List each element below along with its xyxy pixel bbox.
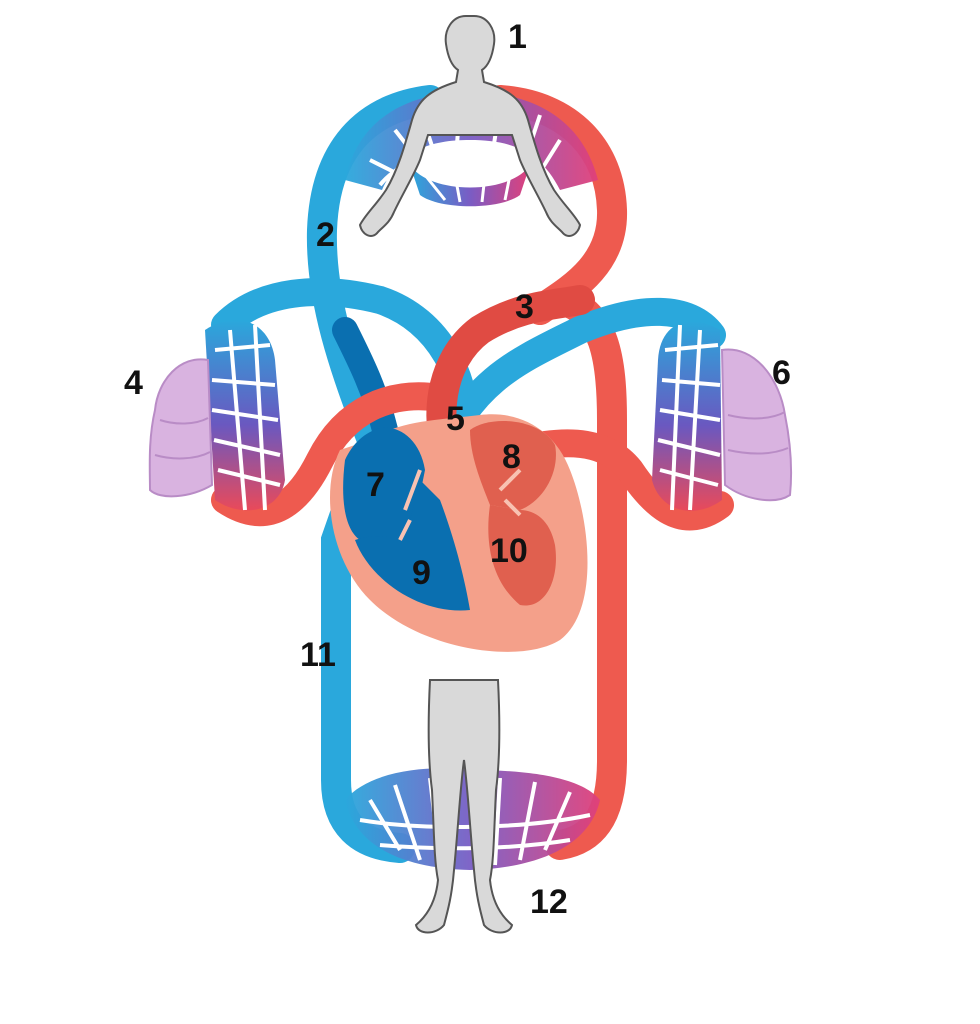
left-atrium-chamber — [470, 421, 556, 510]
label-11: 11 — [300, 636, 336, 674]
label-5: 5 — [446, 400, 465, 438]
heart — [330, 414, 588, 652]
label-3: 3 — [515, 288, 534, 326]
left-lung — [148, 358, 214, 498]
label-4: 4 — [124, 364, 143, 402]
right-lung-capillary-bed — [652, 321, 722, 511]
lower-body-silhouette — [414, 679, 514, 934]
right-atrium-chamber — [343, 427, 425, 545]
label-1: 1 — [508, 18, 527, 56]
left-ventricle-chamber — [488, 505, 556, 606]
label-8: 8 — [502, 438, 521, 476]
label-6: 6 — [772, 354, 791, 392]
superior-vena-cava-vessel — [306, 85, 445, 455]
pulmonary-vein-left-vessel — [211, 382, 454, 527]
left-lung-capillary-bed — [205, 320, 285, 511]
label-10: 10 — [490, 532, 528, 570]
label-12: 12 — [530, 883, 568, 921]
pulmonary-vein-right-vessel — [531, 429, 734, 531]
label-9: 9 — [412, 554, 431, 592]
pulmonary-artery-right-vessel — [426, 297, 726, 474]
label-2: 2 — [316, 216, 335, 254]
upper-body-silhouette — [358, 15, 582, 237]
valve-flaps — [398, 468, 522, 541]
right-ventricle-chamber — [355, 480, 470, 611]
label-7: 7 — [366, 466, 385, 504]
pulmonary-artery-dark-segment — [332, 317, 398, 443]
right-lung — [720, 348, 793, 502]
